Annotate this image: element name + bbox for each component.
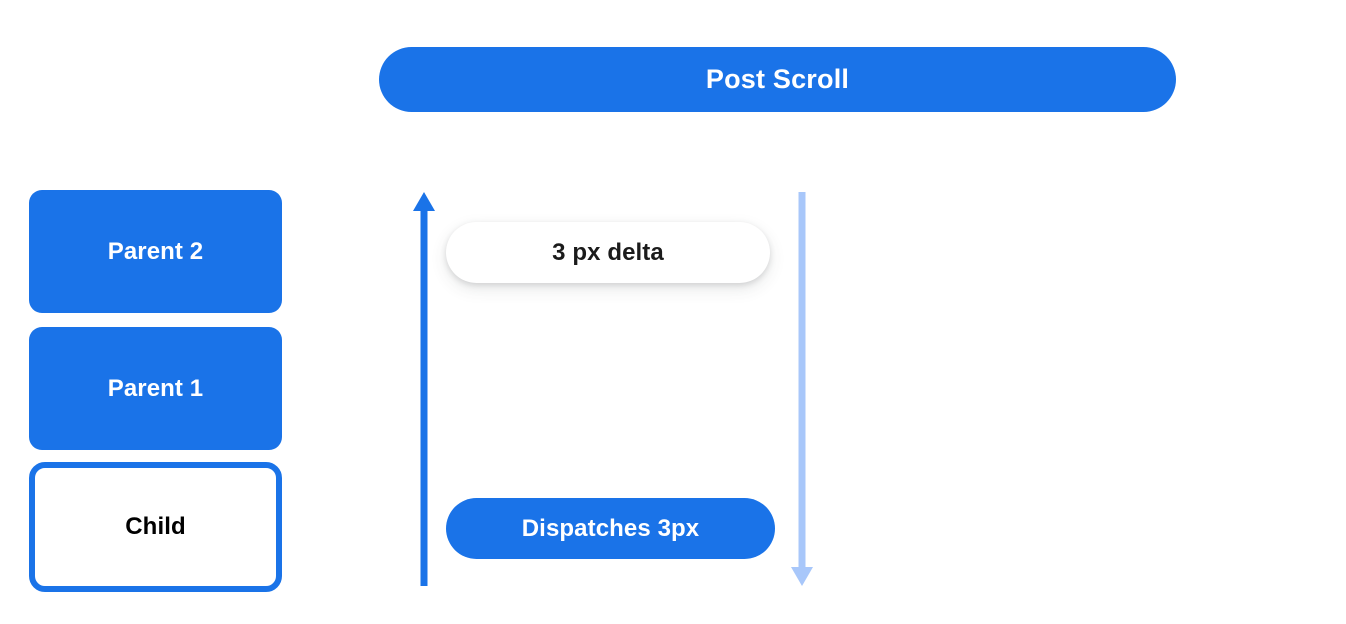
node-parent-1-label: Parent 1: [107, 374, 204, 402]
node-parent-1: Parent 1: [29, 327, 282, 450]
dispatch-pill: Dispatches 3px: [446, 498, 775, 559]
dispatch-pill-label: Dispatches 3px: [521, 514, 700, 542]
node-child-label: Child: [125, 513, 186, 540]
node-child: Child: [29, 462, 282, 592]
post-scroll-header-bar: Post Scroll: [379, 47, 1176, 112]
node-parent-2: Parent 2: [29, 190, 282, 313]
node-parent-2-label: Parent 2: [107, 237, 204, 265]
delta-pill: 3 px delta: [446, 222, 770, 283]
post-scroll-header-label: Post Scroll: [705, 64, 850, 94]
delta-pill-label: 3 px delta: [552, 238, 664, 266]
scroll-up-arrow-icon: [413, 192, 435, 586]
scroll-down-arrow-icon: [791, 192, 813, 586]
